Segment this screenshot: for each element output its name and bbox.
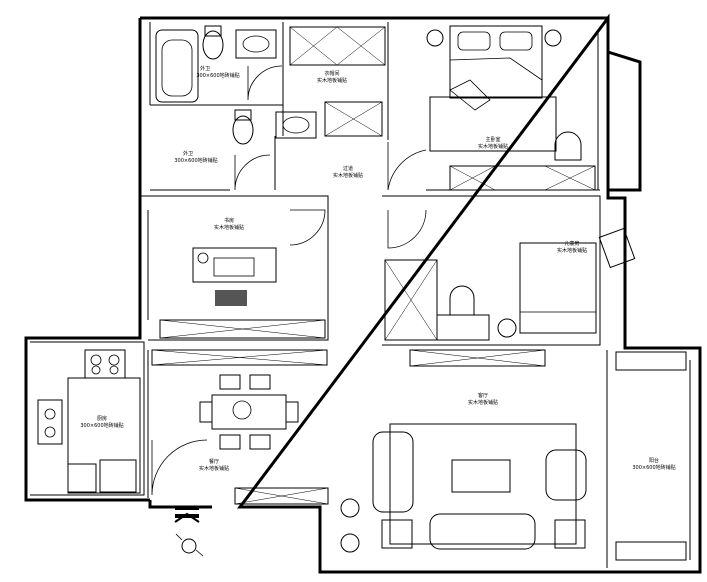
label-cloakroom-name: 衣帽间 [324,70,339,77]
child-bedroom-furniture [436,227,636,341]
label-child-floor: 实木地板铺贴 [557,247,587,254]
master-bedroom-furniture [426,25,582,161]
entrance-marker [174,506,204,557]
label-kitchen-floor: 300×600地砖铺贴 [80,422,123,429]
label-corridor-floor: 实木地板铺贴 [333,172,363,179]
label-kitchen-name: 厨房 [97,415,107,422]
label-bath1-name: 外卫 [200,65,210,72]
label-study-name: 书房 [224,217,234,224]
room-labels: 外卫 300×600地砖铺贴 外卫 300×600地砖铺贴 衣帽间 实木地板铺贴… [80,65,675,472]
windows [147,30,691,560]
label-dining-floor: 实木地板铺贴 [199,465,229,472]
label-corridor-name: 过道 [343,165,353,172]
label-master-floor: 实木地板铺贴 [478,143,508,150]
label-cloakroom-floor: 实木地板铺贴 [317,77,347,84]
door-swings [151,65,427,496]
study-furniture [192,247,277,306]
label-master-name: 主卧室 [485,136,500,143]
cabinets [67,26,687,561]
label-dining-name: 餐厅 [209,458,219,465]
living-room-furniture [340,423,587,553]
label-study-floor: 实木地板铺贴 [214,224,244,231]
label-bath1-floor: 300×600地砖铺贴 [196,72,239,79]
label-balcony-floor: 300×600地砖铺贴 [632,464,675,471]
bathroom-fixtures [155,25,317,145]
label-balcony-name: 阳台 [649,457,659,464]
label-bath2-name: 外卫 [183,150,193,157]
outer-walls [24,13,702,574]
label-living-floor: 实木地板铺贴 [468,399,498,406]
label-bath2-floor: 300×600地砖铺贴 [174,157,217,164]
dining-set [199,374,299,450]
label-living-name: 客厅 [478,392,488,399]
label-child-name: 儿童房 [564,240,579,247]
kitchen-fixtures [37,349,137,493]
